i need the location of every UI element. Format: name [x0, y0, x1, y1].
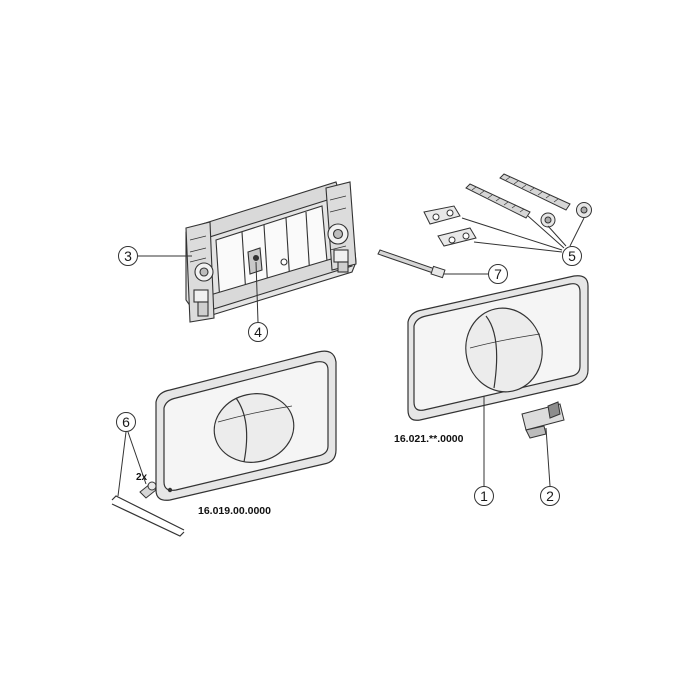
allen-key: [111, 495, 185, 537]
valve-lever: [247, 247, 263, 275]
part-code-right-plate: 16.021.**.0000: [394, 433, 464, 445]
connecting-rod: [377, 249, 446, 279]
left-flush-plate: [155, 350, 337, 501]
callout-number-2: 2: [546, 488, 554, 504]
actuator-bracket: [521, 401, 565, 439]
callout-6: 6: [116, 412, 147, 497]
callout-number-1: 1: [480, 488, 488, 504]
screw-quantity-label: 2x: [136, 472, 148, 483]
callout-7: 7: [444, 264, 508, 284]
callout-3: 3: [118, 246, 192, 266]
callout-4: 4: [248, 261, 268, 342]
part-code-left-plate: 16.019.00.0000: [198, 505, 271, 517]
callout-number-3: 3: [124, 248, 132, 264]
callout-number-7: 7: [494, 266, 502, 282]
mounting-frame: [185, 181, 357, 323]
right-flush-plate: [407, 275, 589, 421]
callout-number-6: 6: [122, 414, 130, 430]
screw: [139, 481, 157, 499]
threaded-rods-and-fittings: [423, 173, 592, 247]
callout-number-4: 4: [254, 324, 262, 340]
callout-number-5: 5: [568, 248, 576, 264]
callout-1: 1: [474, 396, 494, 506]
callout-2: 2: [540, 427, 560, 506]
callout-5: 5: [461, 215, 585, 266]
